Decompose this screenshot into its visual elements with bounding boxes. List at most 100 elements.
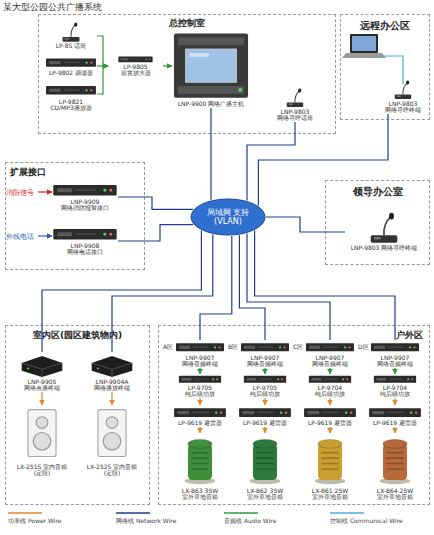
device-box: LNP-9803 网络寻呼终端	[345, 212, 423, 252]
device-label: LX-B64 25W 室外草地音箱	[368, 488, 422, 501]
device-art-part	[36, 417, 48, 429]
wire-connector	[394, 427, 395, 433]
device-art-part	[190, 53, 210, 57]
network-label: 局域网 支持(VLAN)	[203, 208, 253, 226]
device-art-part	[192, 412, 208, 414]
device-art-part	[377, 378, 387, 381]
device-art-part	[33, 433, 51, 451]
device-art	[305, 340, 355, 355]
device-art-part	[53, 229, 116, 240]
device-art-part	[389, 378, 402, 379]
device-art-part	[109, 233, 112, 236]
device-art-part	[324, 378, 337, 379]
device-label: LNP-9909 网络消防报警接口	[52, 199, 118, 212]
zone-heading: 室内区(园区建筑物内)	[6, 329, 149, 342]
device-art-part	[247, 378, 257, 381]
device-label: LNP-9907 网络音频终端	[175, 355, 225, 368]
device-art	[303, 433, 357, 488]
device-art	[52, 182, 118, 199]
zone-box: 扩展接口 LNP-9909 网络消防报警接口 LNP-9908 网络电话接口	[5, 162, 145, 270]
device-art-part	[242, 411, 254, 414]
device-art-part	[403, 83, 407, 94]
device-art-part	[179, 346, 190, 349]
device-art-part	[309, 346, 320, 349]
device-art-part	[118, 56, 152, 62]
device-box: LP-8S 话筒	[45, 22, 97, 50]
device-art-part	[109, 189, 112, 192]
device-box: LX-251S 室内音箱(定阻)	[12, 405, 72, 477]
laptop-base	[342, 53, 386, 58]
device-box: LNP-9907 网络音频终端	[175, 340, 225, 368]
device-label: LP-9805 前置放大器	[108, 64, 163, 77]
device-box: LNP-9909 网络消防报警接口	[52, 182, 118, 212]
device-art-part	[178, 37, 244, 45]
device-label: LNP-9908 网络电话接口	[52, 243, 118, 256]
signal-arrow	[38, 235, 52, 236]
device-art	[52, 226, 118, 243]
wire-connector	[163, 65, 172, 66]
device-art-part	[62, 37, 79, 42]
device-box: LX-252S 室内音箱(定阻)	[80, 405, 144, 477]
legend-line-sample	[330, 511, 364, 515]
device-label: LP-9705 纯后级功放	[238, 385, 292, 398]
device-art-part	[174, 408, 226, 417]
device-art-part	[410, 411, 412, 413]
device-art	[173, 433, 227, 488]
device-art-part	[46, 58, 96, 66]
device-box: LP-9805 前置放大器	[108, 55, 163, 77]
device-art	[80, 352, 144, 379]
device-art-part	[49, 61, 60, 64]
device-art-part	[411, 378, 413, 380]
device-art-part	[409, 346, 411, 348]
wire-connector	[329, 398, 330, 405]
device-art	[172, 30, 250, 101]
device-art	[240, 340, 290, 355]
device-art-part	[71, 25, 75, 37]
device-art-part	[374, 237, 381, 239]
device-art-part	[258, 346, 273, 348]
device-art-part	[318, 440, 342, 449]
device-label: LNP-9803 网络寻呼终端	[378, 101, 428, 114]
device-art-part	[176, 343, 224, 351]
device-art-part	[193, 346, 208, 348]
laptop-lid	[350, 34, 378, 53]
wire-connector	[199, 368, 200, 374]
device-box: LNP-9900 网络广播主机	[172, 30, 250, 108]
device-box: LP-9619 避雷器	[238, 405, 292, 427]
device-art-part	[374, 376, 416, 383]
device-box: LNP-9907 网络音频终端	[370, 340, 420, 368]
device-box: LX-B64 25W 室外草地音箱	[368, 433, 422, 501]
device-art-part	[212, 378, 214, 380]
legend-line	[224, 512, 258, 514]
device-art-part	[386, 453, 403, 469]
annotation-label: D区	[358, 343, 369, 352]
device-art-part	[90, 89, 92, 91]
device-box: LNP-9803 网络寻呼终端	[378, 80, 428, 114]
device-art-part	[76, 233, 96, 235]
device-label: LNP-9900 网络广播主机	[178, 101, 245, 108]
device-art-part	[259, 378, 272, 379]
device-art-part	[413, 346, 415, 348]
zone-heading: 扩展接口	[10, 166, 46, 179]
device-box: LP-9704 纯后级功放	[303, 374, 357, 398]
annotation-label: C区	[293, 343, 303, 352]
zone-heading: 总控制室	[39, 17, 335, 30]
legend-text: 功率线 Power Wire	[8, 517, 61, 526]
device-art	[175, 340, 225, 355]
device-art	[173, 405, 227, 420]
diagram-title: 某大型公园公共广播系统	[3, 1, 102, 14]
device-art-part	[295, 91, 299, 102]
device-art-part	[85, 61, 87, 63]
device-label: LNP-9803 网络寻呼终端	[351, 245, 418, 252]
device-label: LP-9619 避雷器	[308, 420, 352, 427]
device-box: LP-9802 调谐器	[45, 55, 97, 77]
device-art-part	[239, 408, 291, 417]
legend-line-sample	[8, 511, 42, 515]
device-art-part	[283, 346, 285, 348]
device-art-part	[407, 378, 409, 380]
cloud-ellipse	[191, 199, 265, 235]
device-art-part	[318, 444, 342, 480]
device-art-part	[194, 378, 207, 379]
device-art	[238, 374, 292, 385]
device-art-part	[298, 89, 301, 93]
